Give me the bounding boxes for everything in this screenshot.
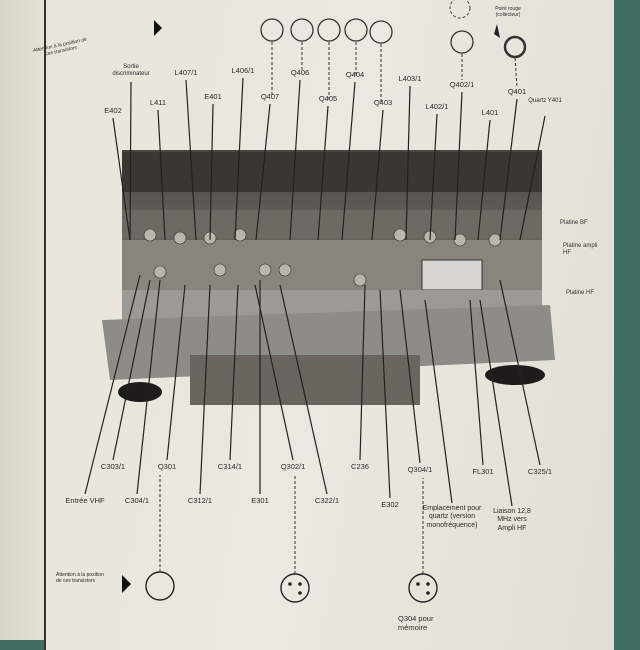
- leader-line: [112, 279, 151, 461]
- top-callout-label: E401: [204, 92, 222, 101]
- top-callout-label: Q404: [345, 70, 365, 79]
- dashed-leader: [514, 57, 518, 88]
- bottom-callout-label: C325/1: [527, 467, 553, 476]
- side-label-platine-ampli-hf: Platine ampli HF: [563, 243, 598, 257]
- bottom-callout-label: Emplacement pour quartz (version monofré…: [422, 505, 482, 529]
- leader-line: [157, 109, 166, 241]
- top-callout-label: Q402/1: [449, 80, 475, 89]
- top-callout-label: L403/1: [398, 74, 422, 83]
- bottom-callout-label: Entrée VHF: [65, 496, 105, 505]
- transistor-pin-icon: [416, 582, 420, 586]
- leader-line: [379, 289, 391, 499]
- bottom-callout-label: FL301: [472, 467, 494, 476]
- leader-line: [279, 284, 328, 495]
- top-callout-label: Q406: [290, 68, 310, 77]
- bottom-callout-label: E302: [381, 500, 399, 509]
- bottom-callout-label: C303/1: [100, 462, 126, 471]
- arrow-down-icon: [494, 24, 500, 38]
- bottom-callout-label: E301: [251, 496, 269, 505]
- leader-line: [499, 279, 541, 466]
- bottom-callout-label: C304/1: [124, 496, 150, 505]
- transistor-outline-icon: [280, 573, 310, 603]
- leader-line: [112, 117, 131, 241]
- leader-line: [341, 81, 356, 241]
- transistor-red-dot-icon: [503, 35, 527, 59]
- leader-line: [429, 113, 438, 241]
- top-callout-label: L411: [149, 98, 167, 107]
- transistor-outline-icon: [369, 20, 393, 44]
- leader-line: [479, 299, 513, 507]
- transistor-outline-icon: [260, 18, 284, 42]
- top-callout-label: L406/1: [231, 66, 255, 75]
- leader-line: [289, 79, 301, 241]
- top-callout-label: Q401: [507, 87, 527, 96]
- leader-line: [371, 109, 384, 241]
- bottom-callout-label: Q304/1: [407, 465, 433, 474]
- top-callout-label: L402/1: [425, 102, 449, 111]
- transistor-pin-icon: [426, 591, 430, 595]
- top-callout-label: Q407: [260, 92, 280, 101]
- top-callout-label: L401: [481, 108, 499, 117]
- bottom-callout-label: Q301: [157, 462, 177, 471]
- leader-line: [209, 103, 214, 241]
- leader-line: [469, 299, 484, 466]
- top-callout-label: Sortie discriminateur: [112, 64, 150, 78]
- bottom-callout-label: C314/1: [217, 462, 243, 471]
- leader-line: [255, 103, 271, 241]
- leader-line: [254, 284, 294, 461]
- leader-line: [424, 299, 453, 504]
- leader-line: [129, 81, 132, 241]
- leader-line: [317, 105, 329, 241]
- transistor-outline-icon: [408, 573, 438, 603]
- leader-line: [185, 79, 197, 241]
- leader-line: [136, 279, 161, 495]
- top-callout-label: E402: [104, 106, 122, 115]
- transistor-pin-icon: [426, 582, 430, 586]
- transistor-outline-icon: [344, 18, 368, 42]
- leader-line: [477, 119, 491, 241]
- transistor-pin-icon: [288, 582, 292, 586]
- leader-line: [519, 115, 546, 241]
- bottom-callout-label: C236: [351, 462, 369, 471]
- top-callout-label: Q405: [318, 94, 338, 103]
- leader-line: [359, 284, 366, 461]
- leader-line: [229, 284, 239, 461]
- bottom-callout-label: C322/1: [314, 496, 340, 505]
- bottom-callout-label: Q302/1: [280, 462, 306, 471]
- q304-note: Q304 pour mémoire: [398, 614, 434, 632]
- leader-line: [499, 98, 518, 241]
- transistor-pin-icon: [298, 582, 302, 586]
- bottom-attention-note: Attention à la position de ces transisto…: [56, 572, 104, 584]
- top-callout-label: Q403: [373, 98, 393, 107]
- transistor-alt-position-icon: [449, 0, 471, 19]
- top-callout-label: Quartz Y401: [528, 98, 562, 104]
- transistor-outline-icon: [450, 30, 474, 54]
- transistor-pin-icon: [298, 591, 302, 595]
- leader-line: [84, 274, 141, 495]
- transistor-outline-icon: [145, 571, 175, 601]
- leader-line: [199, 284, 211, 495]
- top-callout-label: L407/1: [174, 68, 198, 77]
- side-label-platine-hf: Platine HF: [566, 290, 595, 296]
- transistor-outline-icon: [317, 18, 341, 42]
- leader-line: [234, 77, 244, 241]
- point-rouge-note: Point rouge (collecteur): [495, 6, 521, 18]
- leader-line: [399, 289, 421, 464]
- arrow-right-icon: [154, 20, 162, 36]
- transistor-outline-icon: [290, 18, 314, 42]
- arrow-right-icon: [122, 575, 131, 593]
- leader-line: [166, 284, 186, 461]
- side-label-platine-bf: Platine BF: [560, 220, 588, 226]
- bottom-callout-label: Liaison 12,8 MHz vers Ampli HF: [493, 508, 531, 532]
- leader-line: [405, 85, 411, 241]
- leader-line: [454, 91, 463, 241]
- bottom-callout-label: C312/1: [187, 496, 213, 505]
